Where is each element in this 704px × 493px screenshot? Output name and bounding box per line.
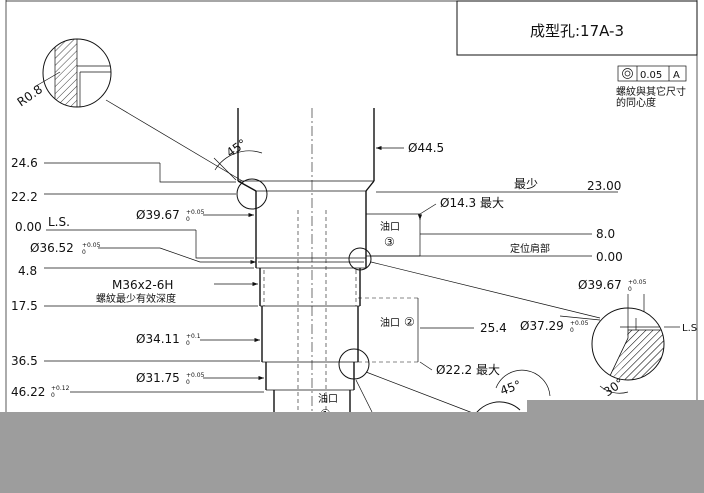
- svg-text:+0.1: +0.1: [186, 333, 201, 340]
- detail-top-radius: R0.8: [15, 82, 45, 109]
- tolerance-value: 0.05: [640, 70, 662, 81]
- dim-24-6: 24.6: [11, 156, 38, 170]
- right-dimensions: 最少 23.00 Ø14.3 最大 油口 ③ 8.0 定位肩部 0.00 油口 …: [370, 177, 623, 377]
- dim-46-22: 46.22: [11, 385, 45, 399]
- svg-text:0: 0: [570, 327, 574, 334]
- tolerance-note-1: 螺紋與其它尺寸: [616, 85, 686, 98]
- detail-view-ls: [591, 307, 665, 381]
- tolerance-frame: 0.05 A: [617, 65, 687, 82]
- port-2-label: 油口: [380, 316, 400, 329]
- port-1-label: 油口: [318, 392, 338, 405]
- left-dimensions: 24.6 22.2 0.00 L.S. 4.8 17.5 36.5 46.22 …: [11, 156, 264, 399]
- leader-detail-top: [105, 99, 245, 183]
- dim-4-8: 4.8: [18, 264, 37, 278]
- detail-view-top: [42, 38, 112, 108]
- port-2-num: ②: [404, 315, 415, 329]
- label-ls-right: L.S: [682, 323, 697, 334]
- label-min: 最少: [514, 177, 538, 191]
- leader-detail-bottom: [365, 371, 479, 416]
- svg-text:+0.05: +0.05: [628, 279, 647, 286]
- tolerance-datum: A: [673, 70, 680, 81]
- tolerance-note-2: 的同心度: [616, 96, 656, 109]
- dia-39-67: Ø39.67: [136, 208, 180, 222]
- dia-37-29: Ø37.29: [520, 319, 564, 333]
- dia-39-67-right: Ø39.67: [578, 278, 622, 292]
- dia-44-5: Ø44.5: [408, 141, 444, 155]
- label-shoulder: 定位肩部: [510, 242, 550, 255]
- dim-46-22-tol: +0.12: [51, 385, 70, 392]
- occluded-region-upper: [527, 400, 704, 413]
- dim-25-4: 25.4: [480, 321, 507, 335]
- port-3-label: 油口: [380, 220, 400, 233]
- label-ls: L.S.: [48, 215, 70, 229]
- dim-23-00: 23.00: [587, 179, 621, 193]
- angle-bottom: 45°: [498, 378, 523, 398]
- dia-22-2: Ø22.2 最大: [436, 363, 500, 377]
- dia-31-75: Ø31.75: [136, 371, 180, 385]
- dim-8-0: 8.0: [596, 227, 615, 241]
- svg-text:+0.05: +0.05: [570, 320, 589, 327]
- thread-note: 螺紋最少有效深度: [96, 292, 176, 305]
- cavity-profile: [237, 108, 420, 420]
- svg-text:0: 0: [82, 249, 86, 256]
- detail-circle-ls: [348, 247, 372, 271]
- dia-36-52: Ø36.52: [30, 241, 74, 255]
- svg-text:+0.05: +0.05: [186, 209, 205, 216]
- angle-arc-top: [214, 150, 263, 171]
- svg-text:0: 0: [186, 340, 190, 347]
- concentricity-icon: [622, 68, 633, 79]
- dia-34-11: Ø34.11: [136, 332, 180, 346]
- port-3-num: ③: [384, 235, 395, 249]
- dim-0-00: 0.00: [15, 220, 42, 234]
- detail-circle-upper: [236, 178, 268, 210]
- svg-text:+0.05: +0.05: [82, 242, 101, 249]
- dim-0-00-right: 0.00: [596, 250, 623, 264]
- thread-spec: M36x2-6H: [112, 278, 173, 292]
- svg-text:+0.05: +0.05: [186, 372, 205, 379]
- detail-circle-lower: [338, 348, 370, 380]
- dim-22-2: 22.2: [11, 190, 38, 204]
- leader-detail-ls: [370, 261, 601, 319]
- angle-top-text: 45°: [224, 136, 249, 160]
- occluded-region: [0, 412, 704, 493]
- dim-36-5: 36.5: [11, 354, 38, 368]
- title-text: 成型孔:17A-3: [530, 22, 624, 40]
- svg-text:0: 0: [186, 379, 190, 386]
- dia-14-3: Ø14.3 最大: [440, 196, 504, 210]
- dim-46-22-tol2: 0: [51, 392, 55, 399]
- svg-text:0: 0: [628, 286, 632, 293]
- title-block: [456, 0, 698, 56]
- svg-text:0: 0: [186, 216, 190, 223]
- dim-17-5: 17.5: [11, 299, 38, 313]
